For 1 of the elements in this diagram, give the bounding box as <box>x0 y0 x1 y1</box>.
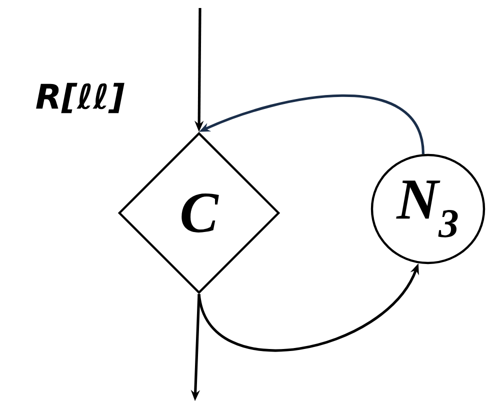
variable-label: R[ℓℓ] <box>36 82 124 114</box>
